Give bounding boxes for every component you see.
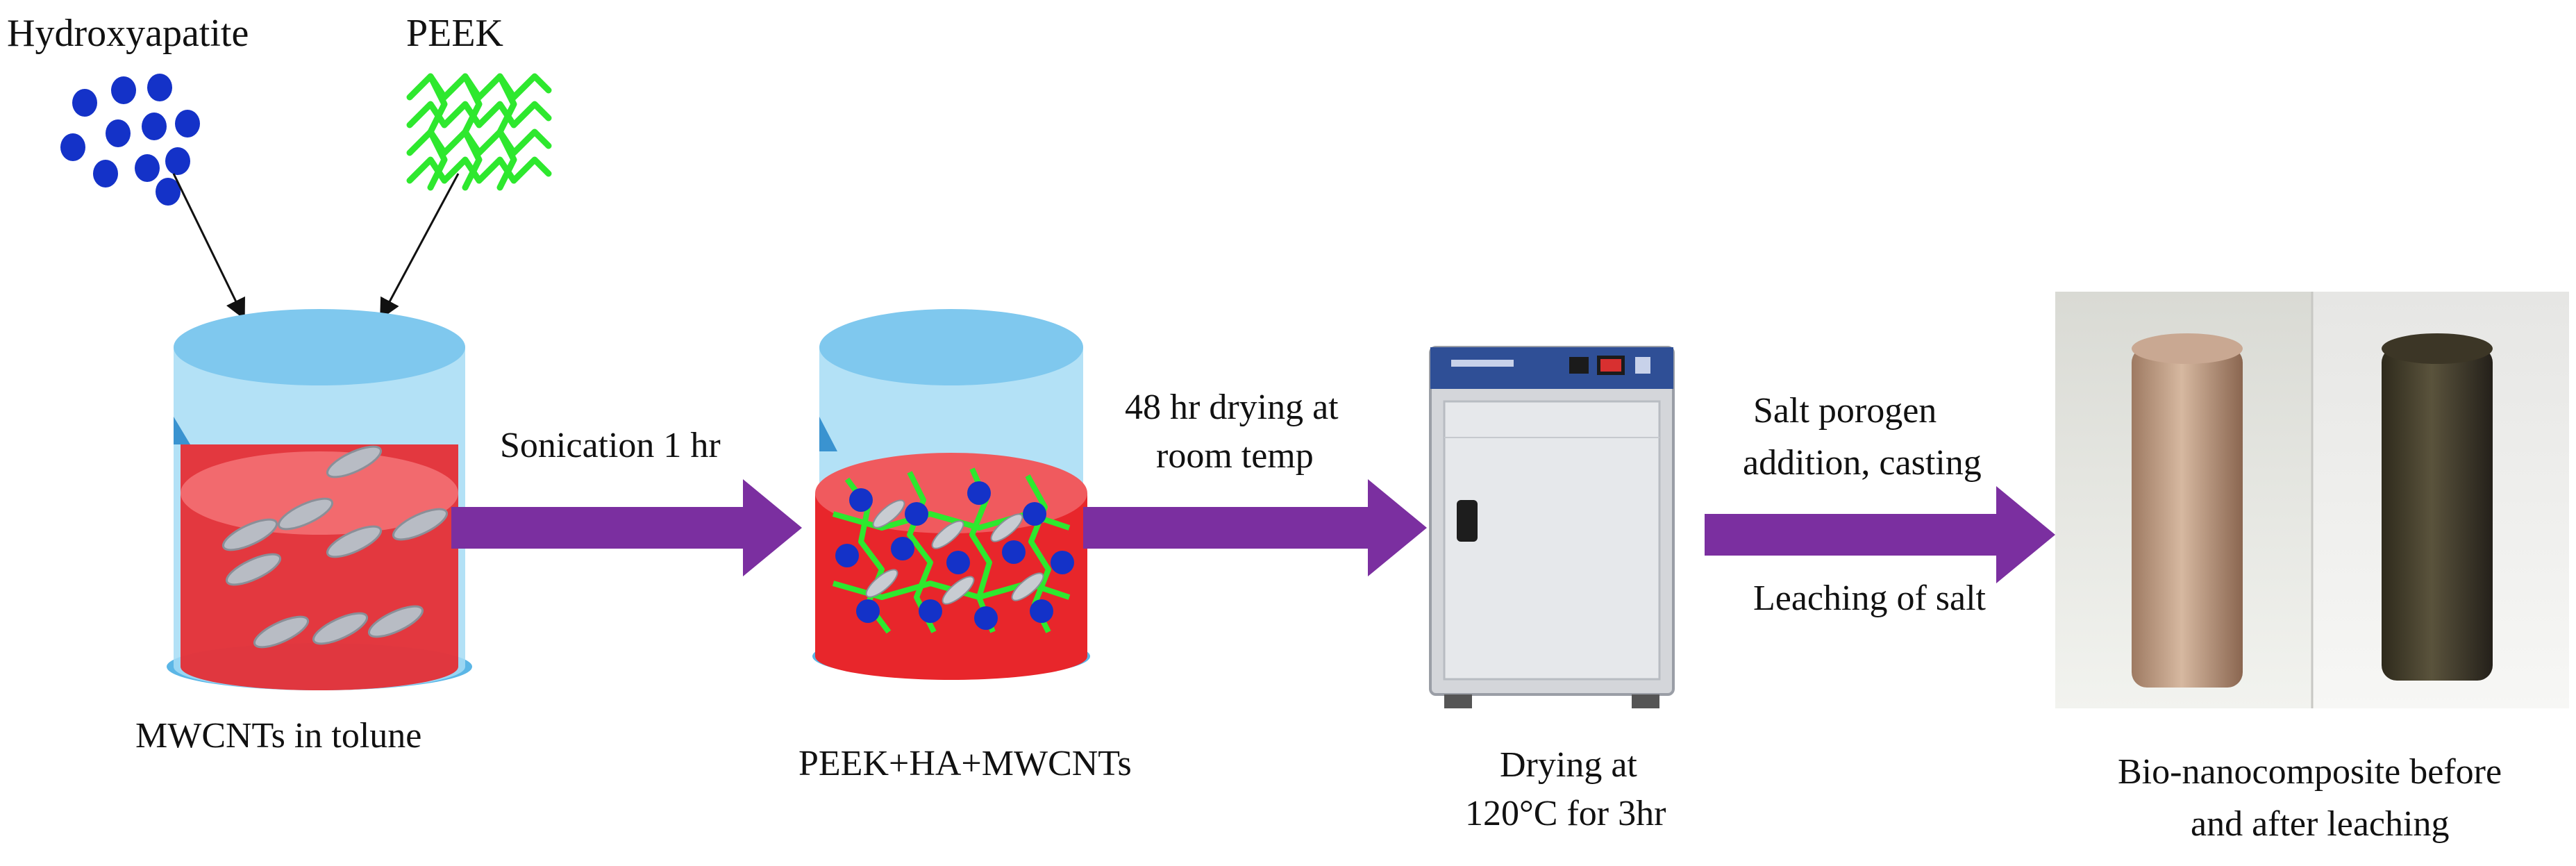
process-arrow-2 bbox=[1083, 479, 1427, 576]
step2-arrow-label-line2: room temp bbox=[1156, 436, 1314, 476]
beaker-mwcnts-icon bbox=[167, 309, 472, 690]
beaker-mixture-icon bbox=[812, 309, 1090, 680]
step1-caption: MWCNTs in tolune bbox=[135, 716, 422, 756]
bio-nanocomposite-photo bbox=[2055, 292, 2569, 708]
step3-caption-line1: Drying at bbox=[1500, 745, 1637, 785]
step2-arrow-label-line1: 48 hr drying at bbox=[1125, 388, 1339, 427]
step2-caption: PEEK+HA+MWCNTs bbox=[798, 744, 1132, 783]
drying-oven-icon bbox=[1429, 346, 1675, 708]
process-arrow-1 bbox=[451, 479, 802, 576]
step3-caption-line2: 120°C for 3hr bbox=[1465, 794, 1666, 833]
step3-arrow-bottom: Leaching of salt bbox=[1753, 578, 1986, 618]
step3-arrow-top-line1: Salt porogen bbox=[1753, 391, 1937, 431]
step1-arrow-label: Sonication 1 hr bbox=[500, 426, 721, 465]
process-arrow-3 bbox=[1705, 486, 2055, 583]
step4-caption-line1: Bio-nanocomposite before bbox=[2118, 752, 2502, 792]
step4-caption-line2: and after leaching bbox=[2191, 804, 2450, 844]
hydroxyapatite-label: Hydroxyapatite bbox=[7, 12, 249, 55]
peek-label: PEEK bbox=[406, 12, 503, 55]
peek-chains-icon bbox=[406, 73, 552, 191]
step3-arrow-top-line2: addition, casting bbox=[1743, 443, 1982, 483]
hydroxyapatite-particles-icon bbox=[60, 74, 200, 206]
input-arrows bbox=[172, 173, 460, 320]
